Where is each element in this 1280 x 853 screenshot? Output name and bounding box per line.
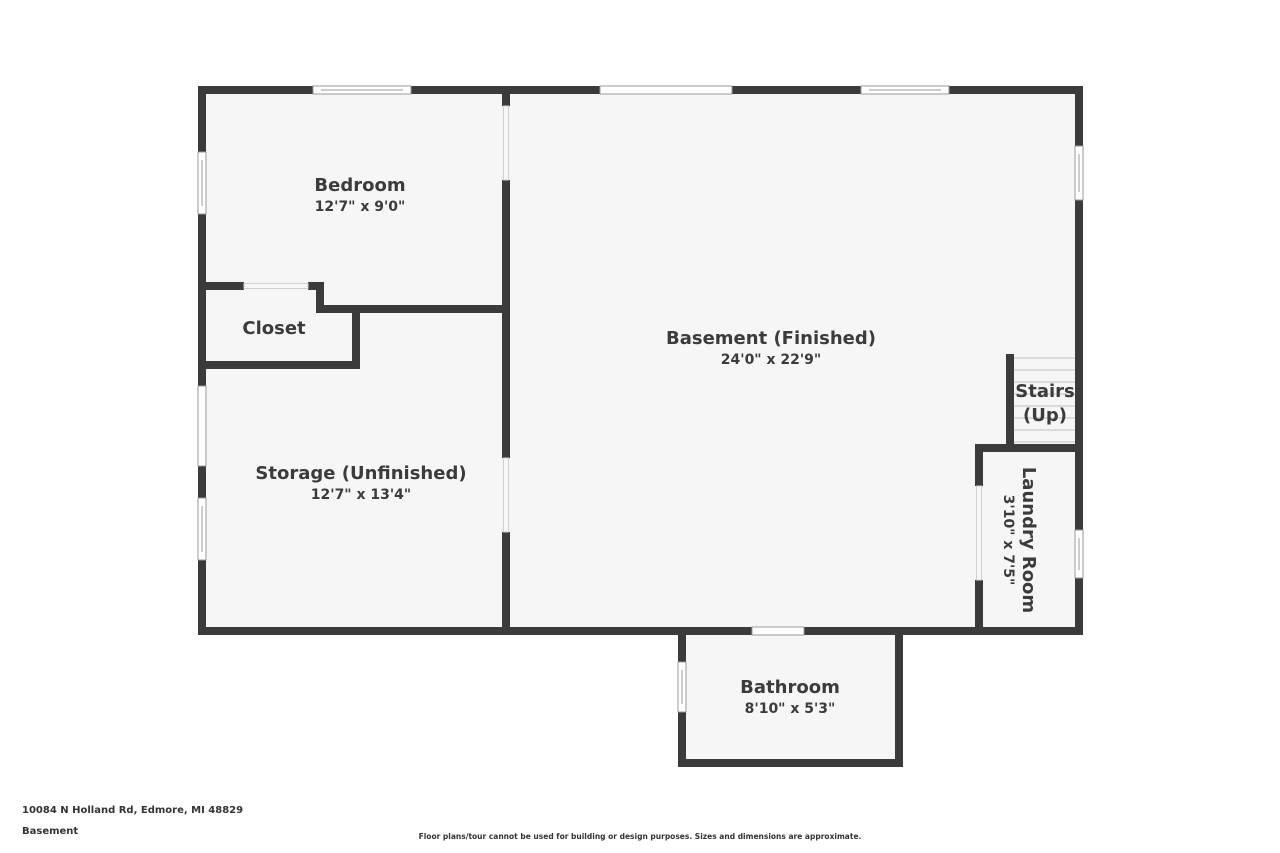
disclaimer-text: Floor plans/tour cannot be used for buil… xyxy=(418,832,862,841)
main-floor xyxy=(202,90,1079,631)
stairs-name-line2: (Up) xyxy=(1023,405,1067,426)
doorway-edge xyxy=(503,105,509,181)
doorway-edge xyxy=(503,457,509,533)
property-address: 10084 N Holland Rd, Edmore, MI 48829 xyxy=(22,805,244,816)
bathroom-name: Bathroom xyxy=(740,677,840,698)
doorway-edges xyxy=(243,105,982,581)
closet-storage-wall xyxy=(198,305,360,369)
window-icon xyxy=(751,626,805,636)
doorway-edge xyxy=(243,283,309,289)
closet-name: Closet xyxy=(242,318,306,339)
storage-dimensions: 12'7" x 13'4" xyxy=(311,487,411,503)
window-panes xyxy=(201,89,1080,704)
laundry-name: Laundry Room xyxy=(1018,467,1039,613)
doorway-bedroom xyxy=(501,106,511,180)
basement-name: Basement (Finished) xyxy=(666,328,876,349)
window-icon xyxy=(197,385,207,467)
doorway-edge xyxy=(976,485,982,581)
bathroom-floor xyxy=(682,631,899,763)
doorways xyxy=(244,106,984,580)
bedroom-name: Bedroom xyxy=(314,175,405,196)
storage-name: Storage (Unfinished) xyxy=(255,463,466,484)
stairs-name-line1: Stairs xyxy=(1015,381,1074,402)
bathroom-dimensions: 8'10" x 5'3" xyxy=(745,701,836,717)
floors xyxy=(202,90,1079,763)
laundry-dimensions: 3'10" x 7'5" xyxy=(1000,495,1016,586)
doorway-storage xyxy=(501,458,511,532)
window-icon xyxy=(599,85,733,95)
bedroom-dimensions: 12'7" x 9'0" xyxy=(315,199,406,215)
room-labels: Bedroom 12'7" x 9'0" Closet Storage (Unf… xyxy=(242,175,1074,717)
basement-dimensions: 24'0" x 22'9" xyxy=(721,352,821,368)
floor-level-label: Basement xyxy=(22,826,79,837)
doorway-closet xyxy=(244,281,308,291)
stair-treads xyxy=(1014,357,1075,443)
doorway-laundry xyxy=(974,486,984,580)
